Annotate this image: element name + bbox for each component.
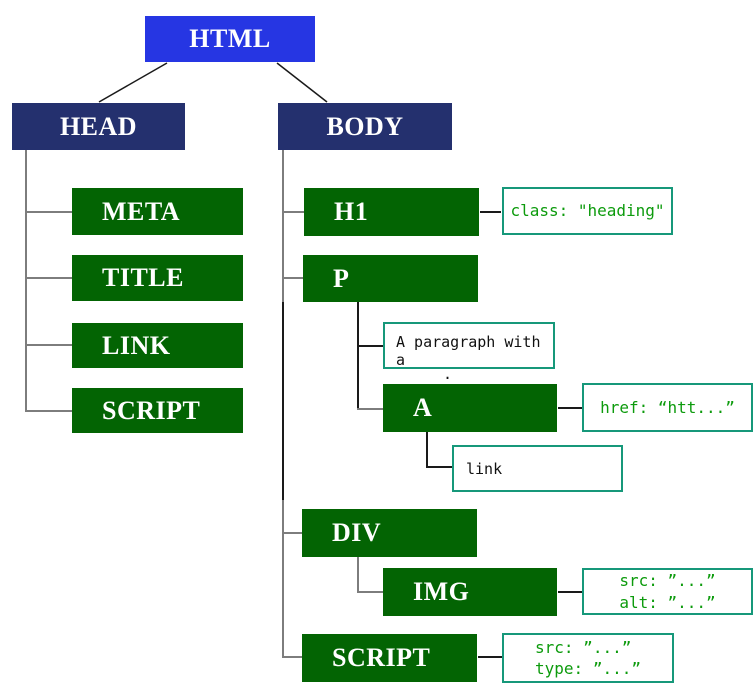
node-a: A	[383, 384, 557, 432]
annotation-script-attrs: src: ”...” type: ”...”	[502, 633, 674, 683]
edge-body-h1	[282, 211, 304, 213]
node-body-label: BODY	[326, 111, 404, 141]
script-attr-type: type: ”...”	[535, 659, 641, 678]
img-attr-alt: alt: ”...”	[619, 592, 716, 612]
edge-div-img	[357, 591, 383, 593]
edge-head-title	[25, 277, 72, 279]
edge-html-body	[276, 62, 328, 103]
node-img-label: IMG	[413, 577, 470, 606]
node-link: LINK	[72, 323, 243, 368]
node-p-label: P	[333, 263, 350, 293]
edge-head-script	[25, 410, 72, 412]
edge-a-link	[426, 466, 452, 468]
edge-img-attrs	[558, 591, 582, 593]
edge-body-trunk-lower	[282, 500, 284, 658]
annotation-a-attrs: href: “htt...”	[582, 383, 753, 432]
script-attr-src: src: ”...”	[535, 637, 632, 657]
edge-script-attrs	[478, 656, 502, 658]
node-h1: H1	[304, 188, 479, 236]
node-body: BODY	[278, 103, 452, 150]
h1-attr-class: class: "heading"	[510, 201, 665, 221]
edge-head-meta	[25, 211, 72, 213]
node-head: HEAD	[12, 103, 185, 150]
node-html-label: HTML	[189, 24, 271, 53]
node-title: TITLE	[72, 255, 243, 301]
link-text: link	[466, 459, 503, 478]
a-attr-href: href: “htt...”	[600, 397, 735, 417]
edge-a-attrs	[558, 407, 582, 409]
node-div: DIV	[302, 509, 477, 557]
paragraph-trailing-mark: .	[443, 365, 453, 383]
edge-body-script	[282, 656, 302, 658]
edge-head-link	[25, 344, 72, 346]
node-body-script-label: SCRIPT	[332, 643, 431, 672]
text-node-link: link	[452, 445, 623, 492]
node-head-script: SCRIPT	[72, 388, 243, 433]
edge-p-trunk	[357, 302, 359, 410]
annotation-h1-attrs: class: "heading"	[502, 187, 673, 235]
node-meta: META	[72, 188, 243, 235]
node-title-label: TITLE	[102, 263, 184, 292]
edge-body-div	[282, 532, 302, 534]
node-head-label: HEAD	[59, 111, 138, 141]
node-div-label: DIV	[332, 518, 382, 547]
text-node-paragraph: A paragraph with a .	[383, 322, 555, 382]
node-body-script: SCRIPT	[302, 634, 477, 682]
node-head-script-label: SCRIPT	[102, 395, 201, 425]
edge-body-trunk-mid	[282, 302, 284, 500]
edge-html-head	[98, 62, 168, 103]
node-a-label: A	[413, 393, 433, 422]
node-h1-label: H1	[334, 197, 369, 226]
annotation-img-attrs: src: ”...” alt: ”...”	[582, 568, 753, 615]
edge-p-text	[357, 345, 383, 347]
paragraph-text: A paragraph with a	[396, 333, 541, 369]
edge-a-trunk	[426, 432, 428, 468]
node-img: IMG	[383, 568, 557, 616]
edge-body-trunk-upper	[282, 150, 284, 302]
edge-div-trunk	[357, 557, 359, 593]
node-html: HTML	[145, 16, 315, 62]
edge-body-p	[282, 277, 303, 279]
img-attr-src: src: ”...”	[619, 571, 716, 591]
edge-h1-attrs	[480, 211, 501, 213]
node-link-label: LINK	[102, 330, 171, 360]
edge-head-trunk	[25, 150, 27, 412]
edge-p-a	[357, 408, 383, 410]
node-meta-label: META	[102, 196, 181, 226]
node-p: P	[303, 255, 478, 302]
